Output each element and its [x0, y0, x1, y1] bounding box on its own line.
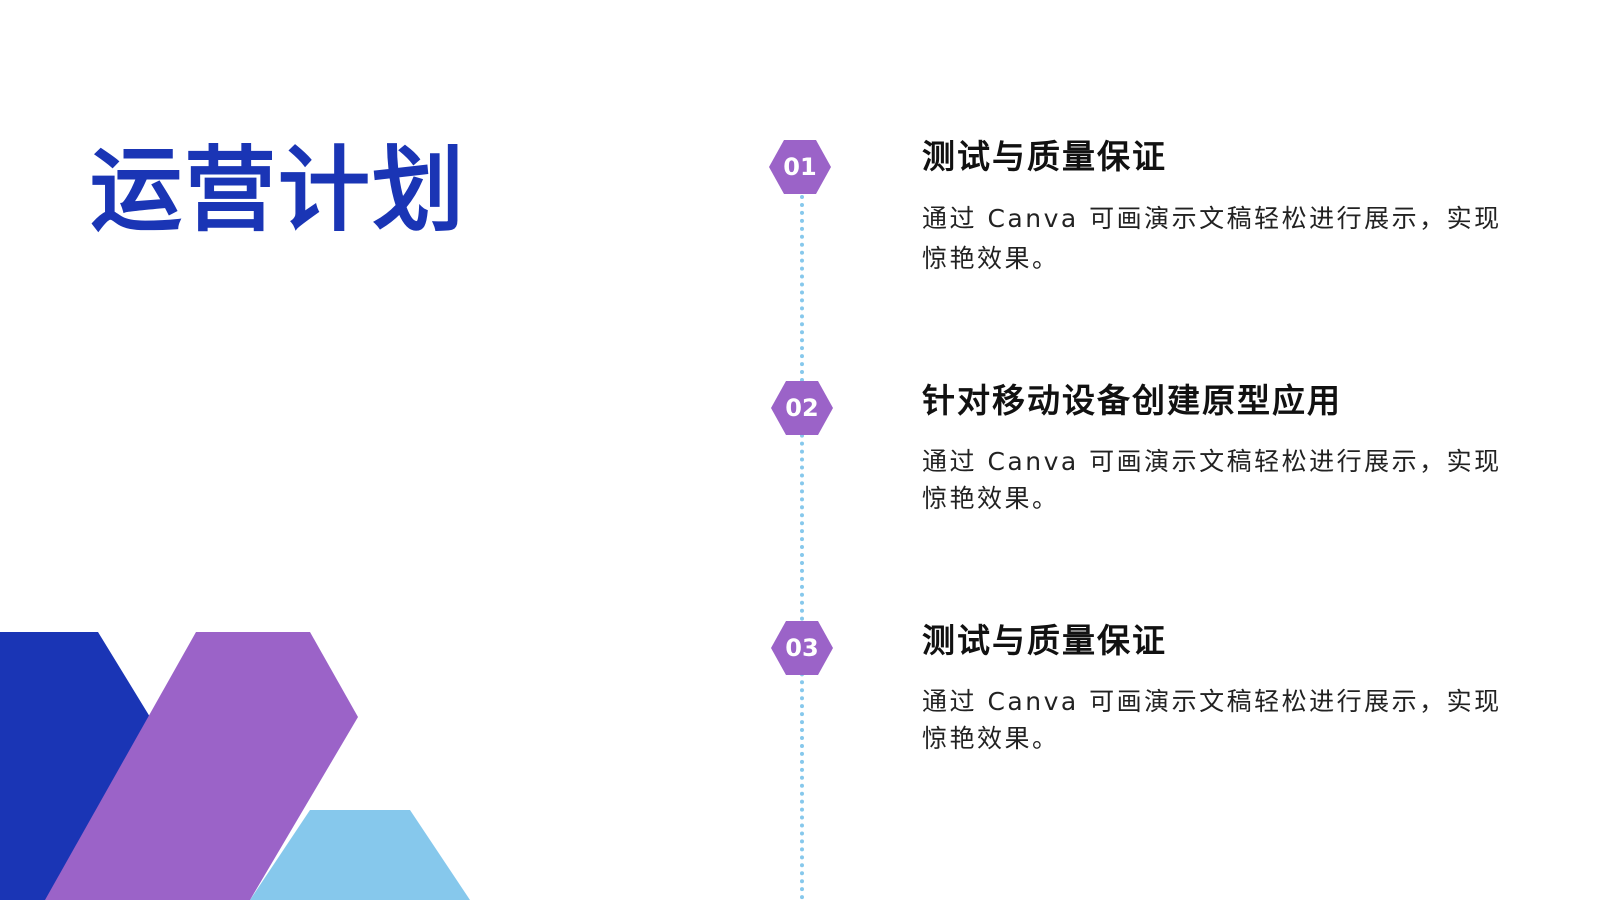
page-title: 运营计划 — [90, 137, 467, 244]
step-number: 01 — [783, 153, 817, 181]
timeline-line — [800, 195, 804, 900]
purple-shape — [45, 632, 358, 900]
item-description: 通过 Canva 可画演示文稿轻松进行展示，实现惊艳效果。 — [922, 203, 1502, 274]
hexagon-icon — [771, 621, 833, 675]
hexagon-icon — [771, 381, 833, 435]
step-marker-03: 03 — [770, 620, 834, 676]
item-description: 通过 Canva 可画演示文稿轻松进行展示，实现惊艳效果。 — [922, 686, 1502, 754]
timeline-item-01: 测试与质量保证 通过 Canva 可画演示文稿轻松进行展示，实现惊艳效果。 — [922, 137, 1502, 280]
dark-blue-shape — [0, 632, 150, 900]
hexagon-icon — [769, 140, 831, 194]
step-marker-01: 01 — [768, 139, 832, 195]
item-heading: 测试与质量保证 — [922, 137, 1167, 176]
step-number: 03 — [785, 634, 819, 662]
item-description: 通过 Canva 可画演示文稿轻松进行展示，实现惊艳效果。 — [922, 446, 1502, 514]
step-marker-02: 02 — [770, 380, 834, 436]
item-heading: 测试与质量保证 — [922, 621, 1167, 660]
item-heading: 针对移动设备创建原型应用 — [922, 381, 1342, 420]
timeline-item-03: 测试与质量保证 通过 Canva 可画演示文稿轻松进行展示，实现惊艳效果。 — [922, 621, 1502, 758]
step-number: 02 — [785, 394, 819, 422]
light-blue-shape — [250, 810, 470, 900]
timeline-item-02: 针对移动设备创建原型应用 通过 Canva 可画演示文稿轻松进行展示，实现惊艳效… — [922, 381, 1502, 518]
